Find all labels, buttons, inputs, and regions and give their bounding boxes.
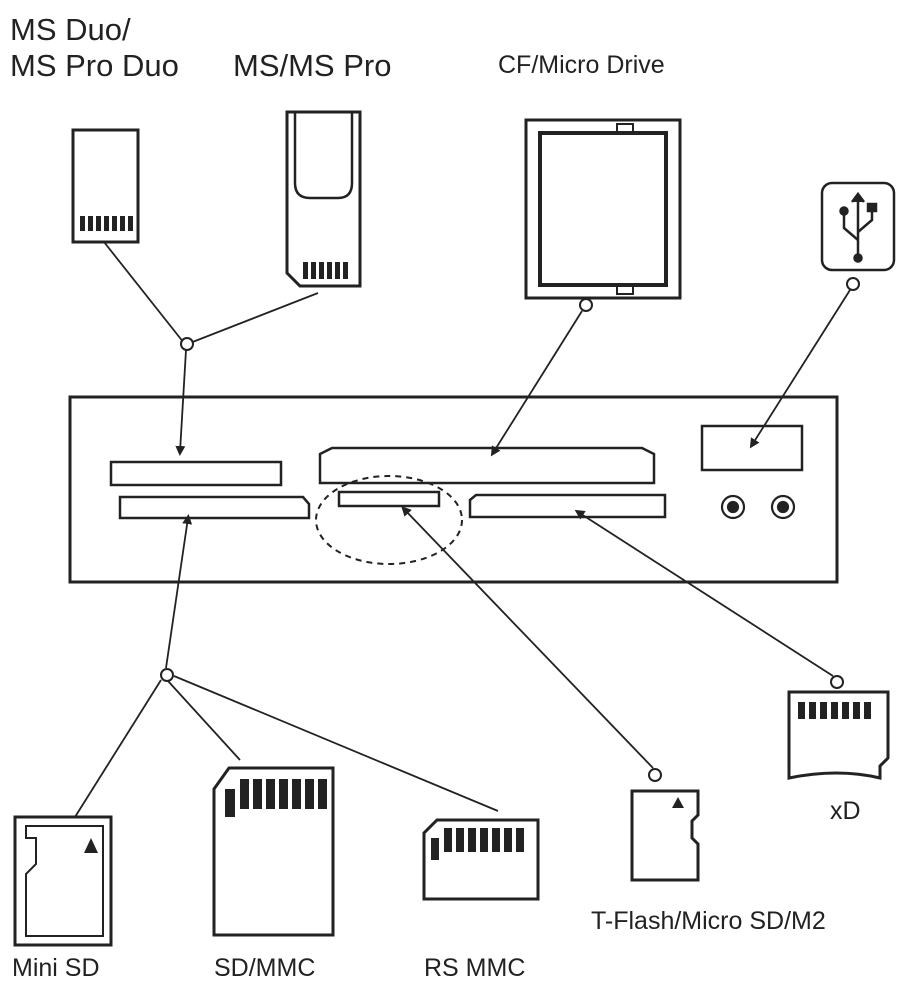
slot-tflash bbox=[337, 490, 441, 508]
dashed-highlight bbox=[315, 475, 463, 565]
label-mini-sd: Mini SD bbox=[12, 954, 100, 982]
label-ms-duo-line2: MS Pro Duo bbox=[10, 48, 179, 83]
slot-ms-duo bbox=[109, 460, 283, 487]
ms-duo-card bbox=[71, 128, 140, 244]
card-reader-panel bbox=[68, 395, 839, 584]
cf-card bbox=[524, 118, 682, 300]
slot-xd bbox=[468, 493, 667, 519]
label-ms-duo-line1: MS Duo/ bbox=[10, 12, 131, 47]
mini-sd-card bbox=[13, 815, 113, 947]
ms-pro-card bbox=[285, 110, 362, 288]
sd-mmc-card bbox=[212, 766, 335, 937]
led-indicator-1 bbox=[720, 494, 746, 520]
junction-circles bbox=[160, 277, 860, 782]
label-cf: CF/Micro Drive bbox=[498, 51, 665, 79]
label-rs-mmc: RS MMC bbox=[424, 954, 526, 982]
xd-card bbox=[787, 690, 890, 780]
rs-mmc-card bbox=[422, 818, 540, 901]
usb-device bbox=[820, 181, 896, 272]
usb-port bbox=[700, 424, 804, 472]
usb-icon bbox=[839, 191, 878, 263]
connector-lines bbox=[74, 241, 851, 818]
label-sd-mmc: SD/MMC bbox=[214, 954, 316, 982]
label-tflash: T-Flash/Micro SD/M2 bbox=[591, 907, 826, 935]
tflash-card bbox=[630, 789, 700, 882]
label-xd: xD bbox=[830, 797, 861, 825]
slot-sd-mmc bbox=[118, 495, 311, 520]
slot-cf bbox=[318, 446, 656, 485]
led-indicator-2 bbox=[770, 494, 796, 520]
label-ms-pro: MS/MS Pro bbox=[233, 48, 392, 83]
